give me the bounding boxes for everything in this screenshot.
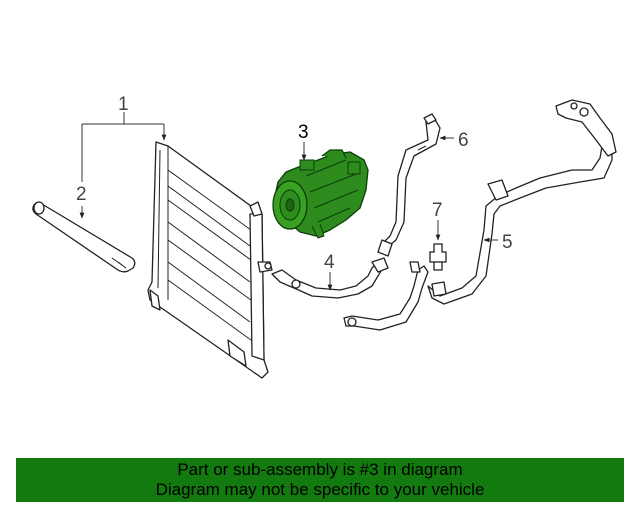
info-banner: Part or sub-assembly is #3 in diagram Di… <box>16 458 624 502</box>
callout-3: 3 <box>298 122 309 143</box>
discharge-line-part[interactable] <box>271 257 389 299</box>
callout-2: 2 <box>76 184 87 205</box>
callout-7: 7 <box>432 200 443 221</box>
suction-line-part[interactable] <box>377 113 441 257</box>
callout-5: 5 <box>502 232 513 253</box>
leader-lines <box>79 112 498 291</box>
receiver-drier-part[interactable] <box>32 201 136 273</box>
banner-line-1: Part or sub-assembly is #3 in diagram <box>177 460 463 479</box>
liquid-line-part[interactable] <box>343 99 617 331</box>
callout-1: 1 <box>118 94 129 115</box>
callout-6: 6 <box>458 130 469 151</box>
callout-4: 4 <box>324 252 335 273</box>
banner-line-2: Diagram may not be specific to your vehi… <box>155 480 485 499</box>
compressor-part[interactable] <box>272 149 369 239</box>
pressure-switch-part[interactable] <box>429 243 447 271</box>
condenser-part[interactable] <box>147 141 273 379</box>
